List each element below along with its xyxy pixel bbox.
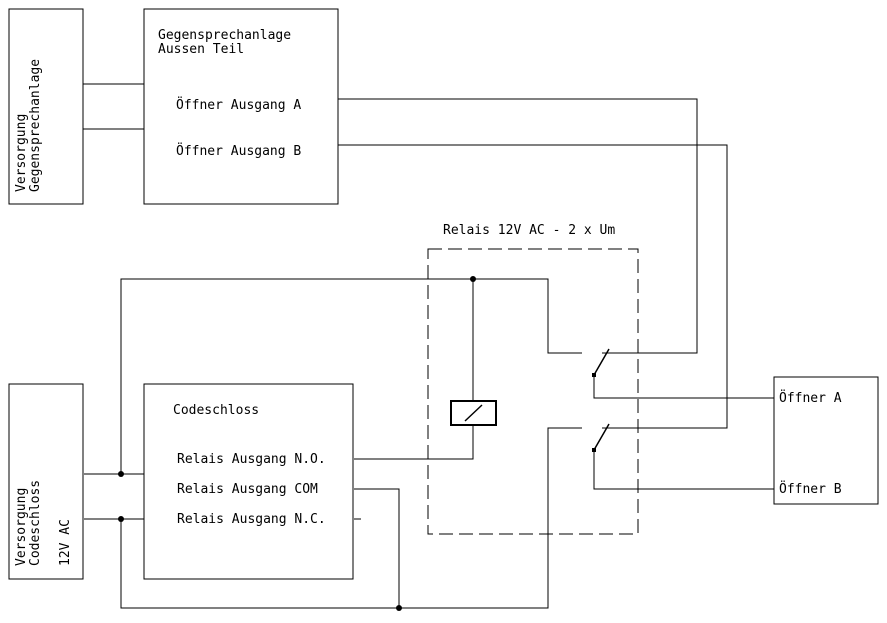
opener-box [773, 376, 879, 505]
intercom-output-b: Öffner Ausgang B [176, 142, 301, 159]
supply-codelock-box [8, 383, 84, 580]
codelock-block: Codeschloss Relais Ausgang N.O. Relais A… [143, 383, 354, 580]
intercom-block: Gegensprechanlage Aussen Teil Öffner Aus… [143, 8, 339, 205]
supply-codelock-line-3: 12V AC [58, 519, 73, 566]
relay-switch-1 [576, 348, 612, 377]
junction-com [396, 605, 402, 611]
wire-output-b [338, 144, 728, 429]
supply-intercom-box [8, 8, 84, 205]
codelock-out-com: Relais Ausgang COM [177, 482, 318, 497]
switch-1-blade [593, 348, 610, 376]
supply-intercom-block: Versorgung Gegensprechanlage [8, 8, 84, 205]
relay: Relais 12V AC - 2 x Um [427, 223, 639, 535]
codelock-title: Codeschloss [173, 403, 259, 418]
supply-codelock-block: Versorgung Codeschloss 12V AC [8, 383, 84, 580]
relay-switch-2 [576, 423, 612, 452]
wire-supply-top-rail [84, 278, 582, 475]
relay-housing [427, 248, 639, 535]
junction-supply-1 [118, 471, 124, 477]
supply-codelock-line-1: Versorgung [14, 488, 29, 566]
supply-intercom-line-2: Gegensprechanlage [28, 59, 43, 192]
switch-2-pivot [592, 448, 596, 452]
wires [83, 83, 774, 609]
opener-a: Öffner A [779, 389, 842, 406]
wire-opener-b [593, 450, 774, 490]
supply-intercom-line-1: Versorgung [14, 114, 29, 192]
wire-com [354, 488, 400, 608]
codelock-out-nc: Relais Ausgang N.C. [177, 512, 326, 527]
wire-supply-bottom-rail [120, 427, 582, 609]
relay-coil-slash [464, 404, 483, 422]
relay-label: Relais 12V AC - 2 x Um [443, 223, 615, 238]
intercom-title-line-2: Aussen Teil [158, 42, 244, 57]
intercom-box [143, 8, 339, 205]
intercom-output-a: Öffner Ausgang A [176, 96, 301, 113]
opener-b: Öffner B [779, 480, 842, 497]
supply-codelock-line-2: Codeschloss [28, 480, 43, 566]
switch-1-pivot [592, 373, 596, 377]
codelock-out-no: Relais Ausgang N.O. [177, 452, 326, 467]
relay-coil [450, 400, 497, 426]
junction-top-rail [470, 276, 476, 282]
junction-supply-2 [118, 516, 124, 522]
wire-coil-no [354, 425, 474, 460]
opener-block: Öffner A Öffner B [773, 376, 879, 505]
intercom-title-line-1: Gegensprechanlage [158, 28, 291, 43]
wire-opener-a [593, 375, 774, 399]
junctions [118, 276, 476, 611]
switch-2-blade [593, 423, 610, 451]
wire-output-a [338, 98, 698, 354]
codelock-box [143, 383, 354, 580]
